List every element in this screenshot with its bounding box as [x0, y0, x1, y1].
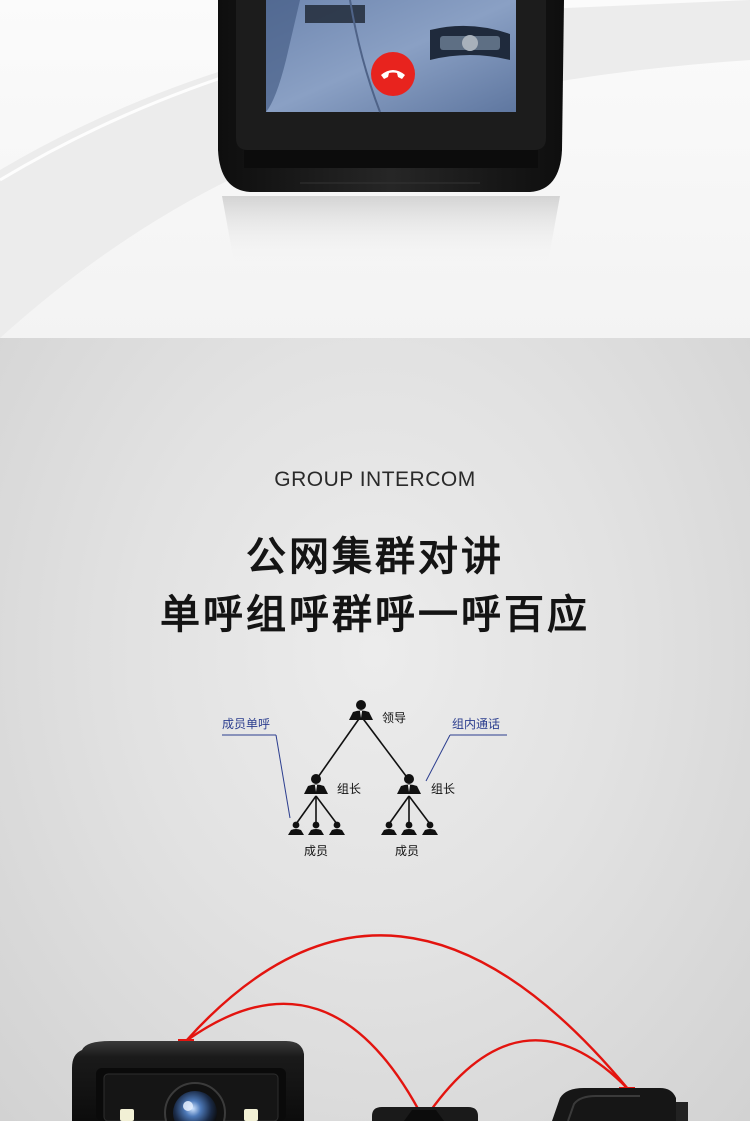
- member-label-right: 成员: [395, 844, 419, 858]
- body-camera-middle: [372, 1107, 478, 1121]
- hangup-button[interactable]: [371, 52, 415, 96]
- annotation-group-talk: 组内通话: [452, 717, 500, 731]
- phone-hangup-icon: [381, 70, 405, 79]
- section-eyebrow: GROUP INTERCOM: [274, 468, 476, 491]
- body-camera-right: [552, 1088, 688, 1121]
- body-camera-device: [218, 0, 564, 262]
- headline-line-2: 单呼组呼群呼一呼百应: [160, 592, 590, 638]
- annotation-member-call: 成员单呼: [222, 717, 270, 731]
- org-chart-diagram: 领导 组长 组长 成员 成员 成员单呼 组内通话: [222, 700, 507, 858]
- group-leader-label-left: 组长: [337, 782, 361, 796]
- group-leader-label-right: 组长: [431, 782, 455, 796]
- leader-label: 领导: [382, 711, 406, 725]
- member-label-left: 成员: [304, 844, 328, 858]
- connection-arcs: [185, 934, 629, 1121]
- product-hero: [0, 0, 750, 338]
- body-camera-left: [72, 1041, 304, 1121]
- device-link-illustration: [72, 934, 688, 1121]
- headline-line-1: 公网集群对讲: [246, 534, 504, 580]
- annotation-lines: [222, 734, 507, 819]
- group-intercom-section: GROUP INTERCOM 公网集群对讲 单呼组呼群呼一呼百应: [0, 338, 750, 1121]
